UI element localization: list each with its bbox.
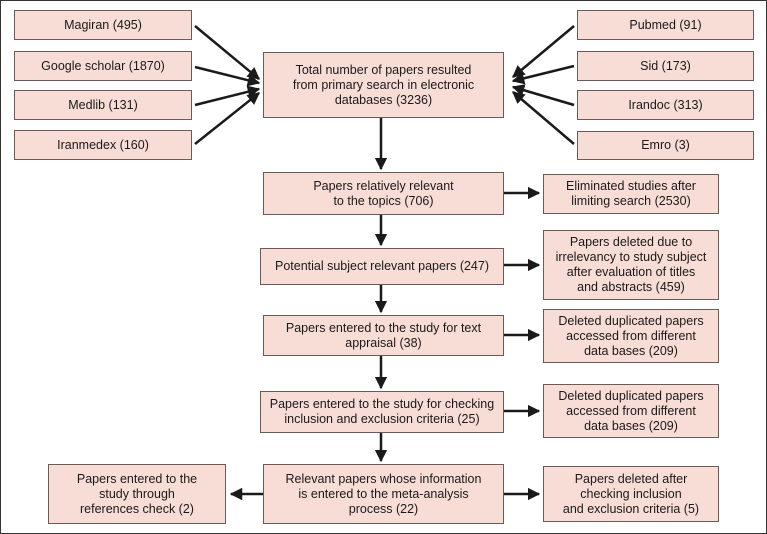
arrow-pubmed-to-total: [512, 25, 575, 78]
relevant-papers-box: Papers relatively relevant to the topics…: [263, 172, 504, 215]
source-emro: Emro (3): [577, 131, 754, 160]
source-irandoc-label: Irandoc (313): [628, 97, 703, 112]
source-medlib-label: Medlib (131): [68, 97, 138, 112]
source-magiran-label: Magiran (495): [64, 17, 142, 32]
source-magiran: Magiran (495): [14, 10, 192, 40]
arrow-magiran-to-total: [194, 25, 260, 80]
references-check-label: Papers entered to the study through refe…: [76, 471, 198, 516]
references-check-box: Papers entered to the study through refe…: [48, 464, 226, 524]
eliminated-studies-label: Eliminated studies after limiting search…: [566, 179, 696, 208]
potential-relevant-label: Potential subject relevant papers (247): [274, 259, 489, 273]
source-pubmed: Pubmed (91): [577, 10, 754, 40]
irrelevant-deleted-label: Papers deleted due to irrelevancy to stu…: [555, 235, 707, 294]
duplicates-deleted-label-2: Deleted duplicated papers accessed from …: [558, 388, 704, 433]
duplicates-deleted-box-2: Deleted duplicated papers accessed from …: [543, 384, 719, 438]
eliminated-studies-box: Eliminated studies after limiting search…: [543, 174, 719, 214]
source-google-scholar: Google scholar (1870): [14, 51, 192, 81]
meta-analysis-label: Relevant papers whose information is ent…: [285, 471, 482, 516]
source-sid-label: Sid (173): [640, 58, 691, 73]
source-pubmed-label: Pubmed (91): [629, 17, 702, 32]
duplicates-deleted-box-1: Deleted duplicated papers accessed from …: [543, 309, 719, 363]
criteria-check-label: Papers entered to the study for checking…: [269, 397, 495, 426]
source-emro-label: Emro (3): [641, 138, 690, 152]
source-google-scholar-label: Google scholar (1870): [41, 58, 165, 73]
meta-analysis-box: Relevant papers whose information is ent…: [263, 464, 504, 524]
source-irandoc: Irandoc (313): [577, 90, 754, 120]
arrow-irandoc-to-total: [511, 84, 575, 107]
arrow-iranmedex-to-total: [194, 92, 260, 145]
source-iranmedex-label: Iranmedex (160): [57, 137, 149, 152]
criteria-check-box: Papers entered to the study for checking…: [260, 391, 504, 433]
arrow-google-to-total: [194, 65, 261, 87]
total-papers-label: Total number of papers resulted from pri…: [292, 62, 475, 107]
source-medlib: Medlib (131): [14, 90, 192, 120]
arrow-emro-to-total: [512, 91, 575, 145]
total-papers-box: Total number of papers resulted from pri…: [263, 52, 504, 118]
source-iranmedex: Iranmedex (160): [14, 130, 192, 160]
arrow-sid-to-total: [511, 64, 575, 85]
potential-relevant-box: Potential subject relevant papers (247): [260, 248, 504, 285]
irrelevant-deleted-box: Papers deleted due to irrelevancy to stu…: [543, 230, 719, 300]
text-appraisal-label: Papers entered to the study for text app…: [285, 320, 482, 350]
duplicates-deleted-label-1: Deleted duplicated papers accessed from …: [558, 313, 704, 358]
text-appraisal-box: Papers entered to the study for text app…: [263, 315, 504, 356]
criteria-deleted-box: Papers deleted after checking inclusion …: [543, 466, 719, 522]
source-sid: Sid (173): [577, 51, 754, 81]
criteria-deleted-label: Papers deleted after checking inclusion …: [562, 471, 700, 516]
relevant-papers-label: Papers relatively relevant to the topics…: [313, 178, 454, 208]
arrow-medlib-to-total: [194, 85, 261, 107]
